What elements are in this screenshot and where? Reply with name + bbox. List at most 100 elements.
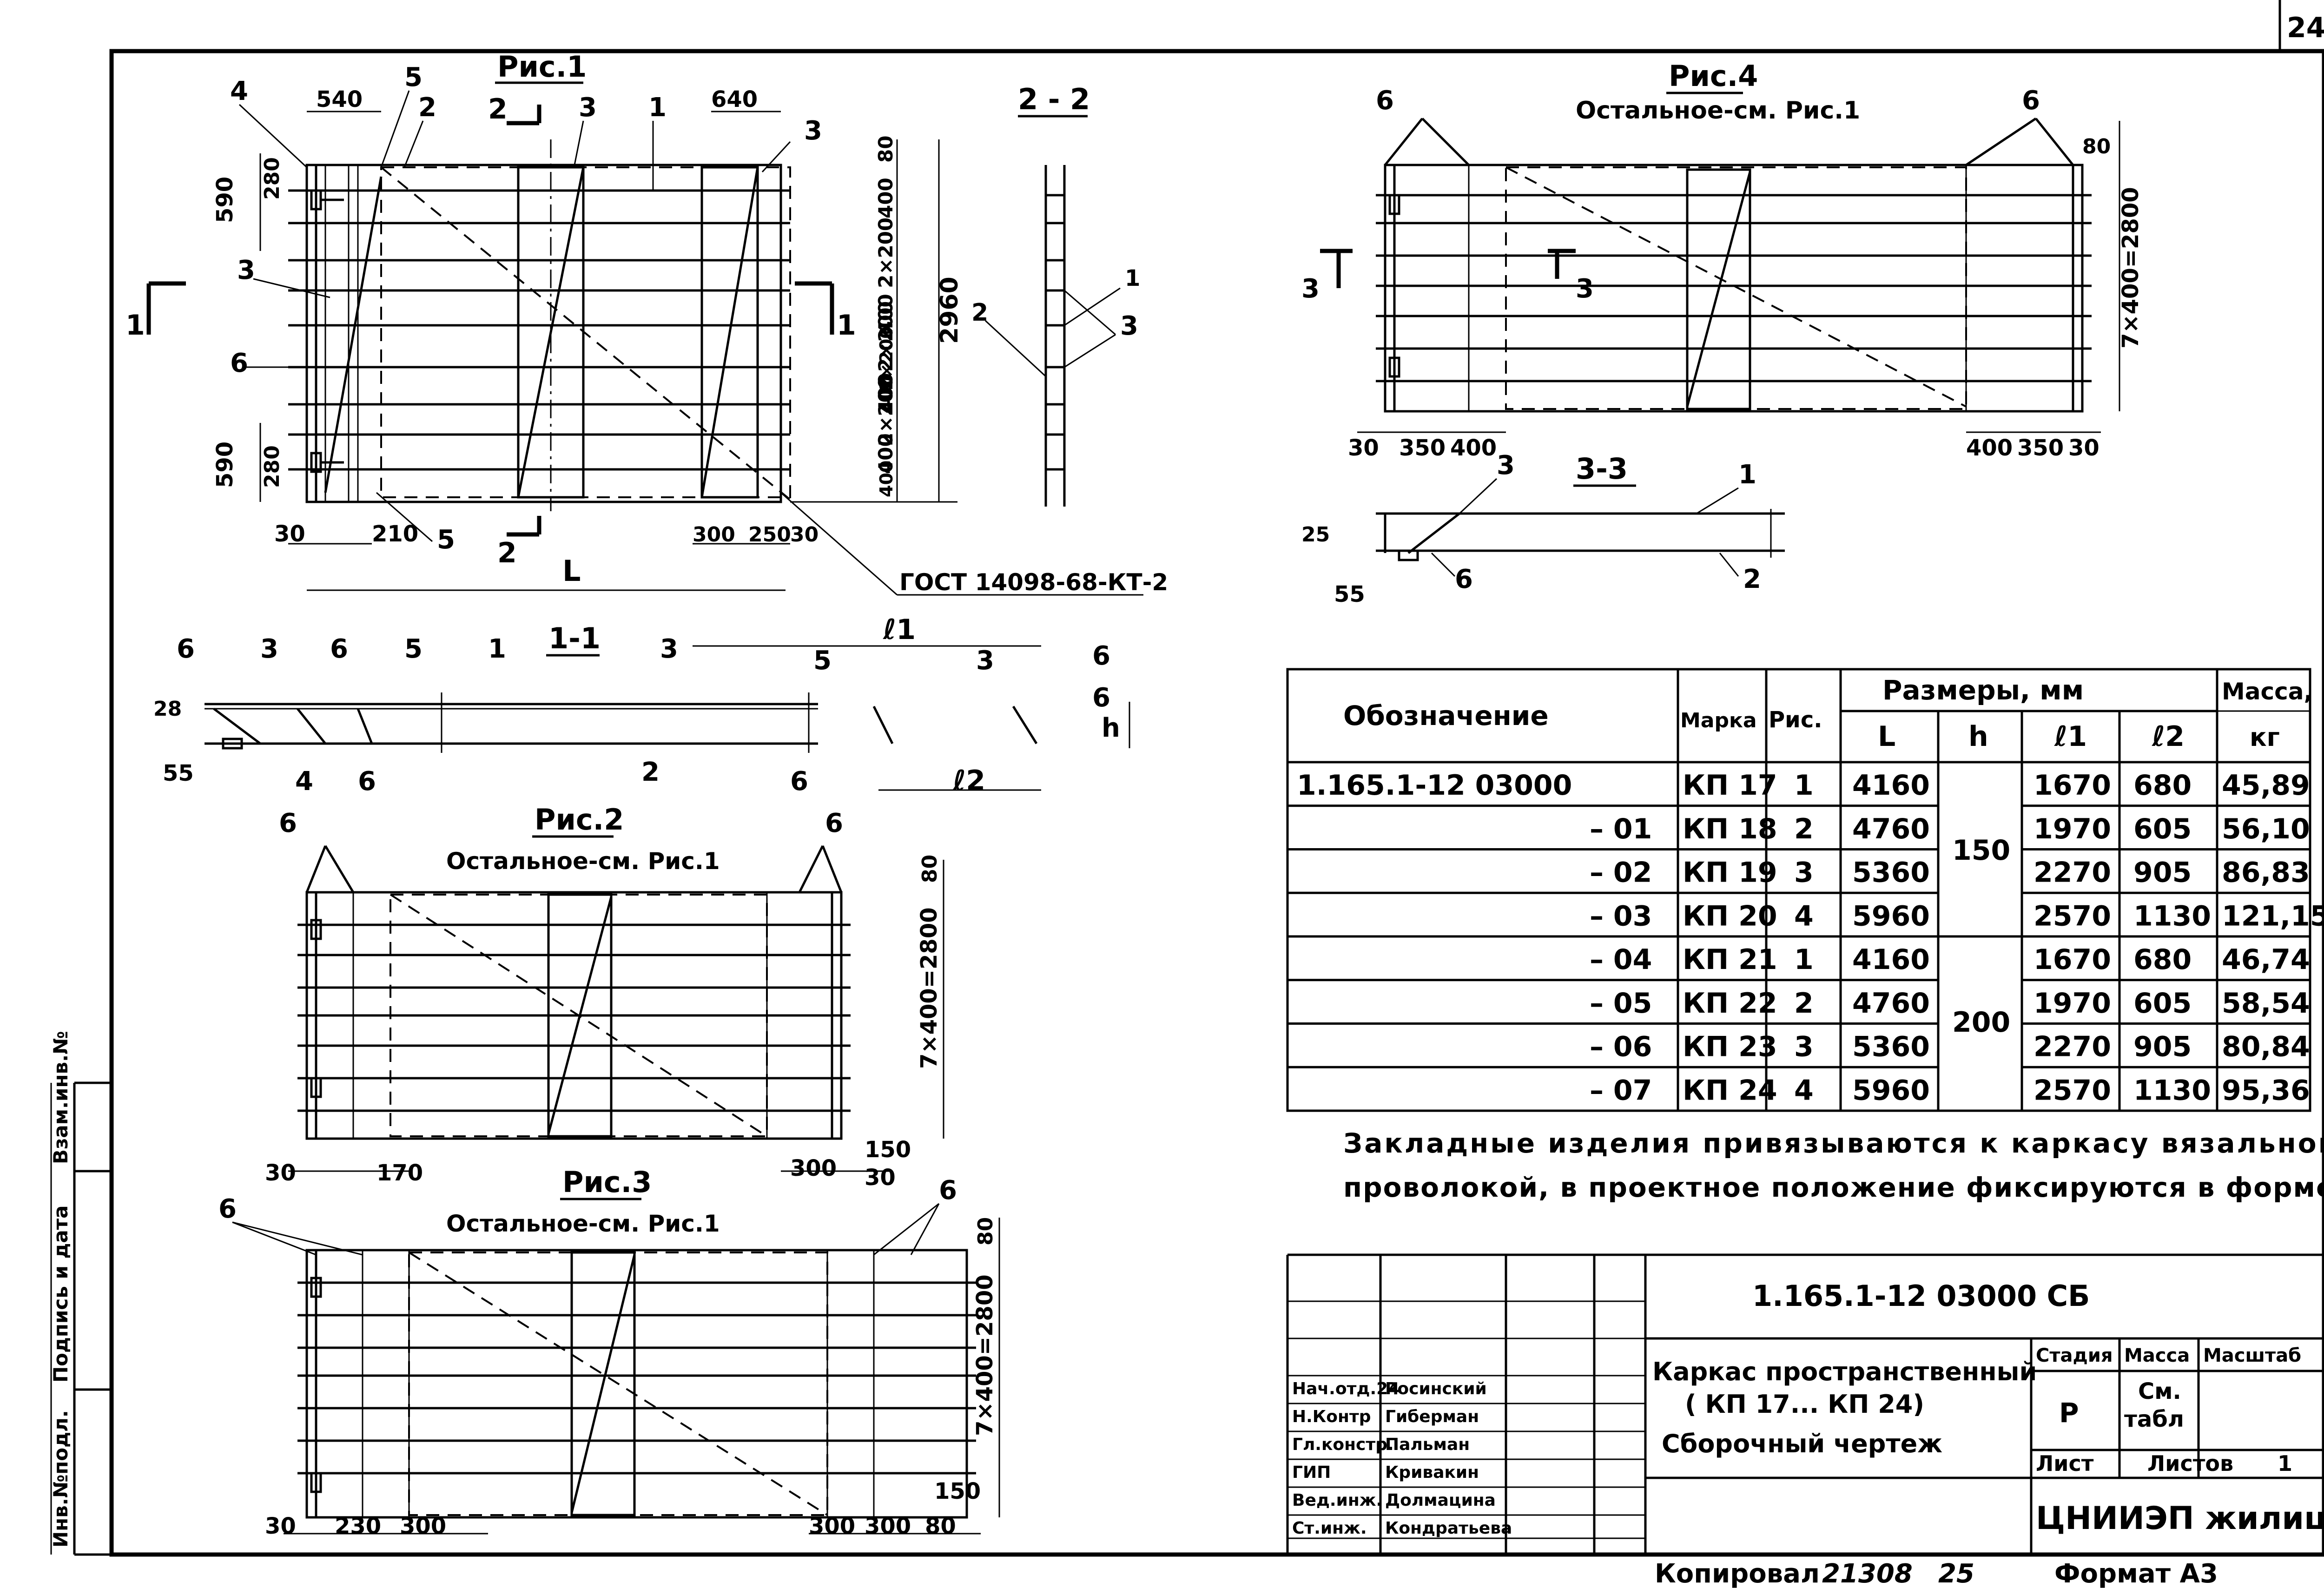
svg-text:6: 6 bbox=[1455, 564, 1473, 594]
svg-text:2: 2 bbox=[971, 299, 988, 327]
dim-2960: 2960 bbox=[936, 277, 964, 344]
tb-sheets-h: Листов bbox=[2147, 1451, 2233, 1476]
footer-copied: Копировал bbox=[1655, 1559, 1820, 1588]
svg-text:1: 1 bbox=[648, 92, 667, 123]
row-L: 5960 bbox=[1852, 900, 1930, 932]
row-l1: 2270 bbox=[2034, 857, 2111, 889]
svg-text:5: 5 bbox=[404, 62, 423, 92]
tb-role: Ст.инж. bbox=[1292, 1519, 1367, 1538]
svg-text:5: 5 bbox=[404, 634, 423, 664]
fig3-dim-230: 230 bbox=[335, 1513, 381, 1539]
th-mark: Марка bbox=[1680, 709, 1757, 732]
dim-250: 250 bbox=[748, 523, 791, 547]
footer-copy-no: 21308 bbox=[1822, 1559, 1913, 1588]
svg-text:6: 6 bbox=[218, 1194, 237, 1224]
row-l2: 680 bbox=[2133, 943, 2192, 976]
tb-name2: ( КП 17... КП 24) bbox=[1685, 1390, 1924, 1419]
row-mark: КП 19 bbox=[1683, 857, 1777, 889]
dim-280a: 280 bbox=[260, 157, 284, 200]
fig3-dim-30: 30 bbox=[265, 1513, 296, 1539]
fig3-dim-300: 300 bbox=[400, 1513, 446, 1539]
dim-h: h bbox=[1102, 713, 1120, 743]
svg-text:6: 6 bbox=[279, 808, 297, 838]
fig2-dim-300: 300 bbox=[790, 1155, 837, 1181]
th-L: L bbox=[1878, 720, 1895, 753]
note-line-1: Закладные изделия привязываются к каркас… bbox=[1343, 1127, 2324, 1159]
dim-640: 640 bbox=[711, 86, 758, 112]
row-l1: 1970 bbox=[2034, 987, 2111, 1020]
tb-person: Росинский bbox=[1385, 1379, 1487, 1398]
svg-text:2: 2 bbox=[497, 537, 517, 569]
row-L: 4160 bbox=[1852, 769, 1930, 802]
figure-2: Рис.2 Остальное-см. Рис.1 6 6 30 170 300… bbox=[265, 803, 944, 1191]
fig4-dim-30b: 30 bbox=[2068, 435, 2100, 461]
section-3-3-title: 3-3 bbox=[1576, 452, 1628, 486]
row-L: 5960 bbox=[1852, 1074, 1930, 1107]
tb-mass2: табл bbox=[2124, 1406, 2184, 1432]
th-designation: Обозначение bbox=[1343, 700, 1549, 731]
h-group-150: 150 bbox=[1952, 834, 2010, 867]
row-mass: 45,89 bbox=[2222, 769, 2310, 802]
section-1-1-title: 1-1 bbox=[548, 621, 601, 655]
dim-540: 540 bbox=[316, 86, 363, 112]
fig2-dim-150: 150 bbox=[865, 1137, 911, 1163]
section-3-3: 3-3 3 1 6 2 25 55 bbox=[1301, 450, 1785, 607]
dim-400d: 400 bbox=[874, 433, 897, 474]
dim-300: 300 bbox=[693, 523, 735, 547]
svg-text:2: 2 bbox=[418, 92, 436, 123]
tb-name1: Каркас пространственный bbox=[1652, 1357, 2037, 1386]
side-stamp: Инв.№подл. Подпись и дата Взам.инв.№ bbox=[49, 1031, 112, 1556]
row-l1: 1670 bbox=[2034, 943, 2111, 976]
row-mark: КП 21 bbox=[1683, 943, 1777, 976]
svg-text:5: 5 bbox=[437, 525, 455, 555]
dim-400a: 400 bbox=[874, 178, 897, 218]
row-L: 4760 bbox=[1852, 813, 1930, 845]
fig2-subtitle: Остальное-см. Рис.1 bbox=[446, 848, 720, 875]
row-mass: 121,15 bbox=[2222, 900, 2324, 932]
fig4-dim-7x400: 7×400=2800 bbox=[2118, 187, 2144, 349]
dim-280b: 280 bbox=[260, 445, 284, 488]
svg-text:6: 6 bbox=[1376, 86, 1394, 116]
row-mass: 95,36 bbox=[2222, 1074, 2310, 1107]
svg-text:5: 5 bbox=[813, 646, 832, 676]
svg-text:4: 4 bbox=[295, 766, 313, 797]
row-mark: КП 24 bbox=[1683, 1074, 1777, 1107]
svg-text:6: 6 bbox=[790, 766, 808, 797]
svg-text:6: 6 bbox=[330, 634, 348, 664]
row-l2: 680 bbox=[2133, 769, 2192, 802]
fig2-dim-30b: 30 bbox=[865, 1165, 896, 1191]
row-fig: 2 bbox=[1794, 813, 1814, 845]
tb-stage-h: Стадия bbox=[2036, 1345, 2113, 1366]
tb-stage: Р bbox=[2059, 1397, 2079, 1429]
h-group-200: 200 bbox=[1952, 1006, 2010, 1039]
dim-80: 80 bbox=[874, 136, 897, 163]
fig4-dim-400b: 400 bbox=[1966, 435, 2013, 461]
row-l1: 2570 bbox=[2034, 1074, 2111, 1107]
fig2-dim-30: 30 bbox=[265, 1160, 296, 1186]
tb-person: Кондратьева bbox=[1385, 1519, 1512, 1538]
row-designation: 1.165.1-12 03000 bbox=[1297, 769, 1572, 802]
svg-text:6: 6 bbox=[177, 634, 195, 664]
svg-text:6: 6 bbox=[825, 808, 843, 838]
svg-text:1: 1 bbox=[1738, 460, 1756, 490]
tb-person: Пальман bbox=[1385, 1435, 1470, 1454]
row-fig: 2 bbox=[1794, 987, 1814, 1020]
fig4-dim-80: 80 bbox=[2082, 135, 2111, 158]
section-1-1: 1-1 6 3 6 5 1 3 5 3 6 6 4 6 2 6 28 55 ℓ1… bbox=[153, 613, 1130, 797]
row-designation: – 07 bbox=[1590, 1074, 1652, 1107]
fig4-dim-55: 55 bbox=[1334, 581, 1365, 607]
row-designation: – 01 bbox=[1590, 813, 1652, 845]
row-fig: 1 bbox=[1794, 769, 1814, 802]
tb-person: Долмацина bbox=[1385, 1491, 1496, 1510]
figure-3: Рис.3 Остальное-см. Рис.1 6 6 30 230 300… bbox=[218, 1165, 1000, 1539]
row-mark: КП 22 bbox=[1683, 987, 1777, 1020]
dim-55a: 55 bbox=[163, 760, 194, 786]
footer-format: Формат А3 bbox=[2054, 1559, 2218, 1588]
tb-mass1: См. bbox=[2138, 1378, 2181, 1404]
section-2-2-title: 2 - 2 bbox=[1018, 82, 1090, 116]
fig3-dim-80b: 80 bbox=[974, 1217, 997, 1245]
fig2-dim-7x400: 7×400=2800 bbox=[916, 907, 942, 1069]
fig1-title: Рис.1 bbox=[497, 50, 587, 84]
note-line-2: проволокой, в проектное положение фиксир… bbox=[1343, 1172, 2324, 1203]
